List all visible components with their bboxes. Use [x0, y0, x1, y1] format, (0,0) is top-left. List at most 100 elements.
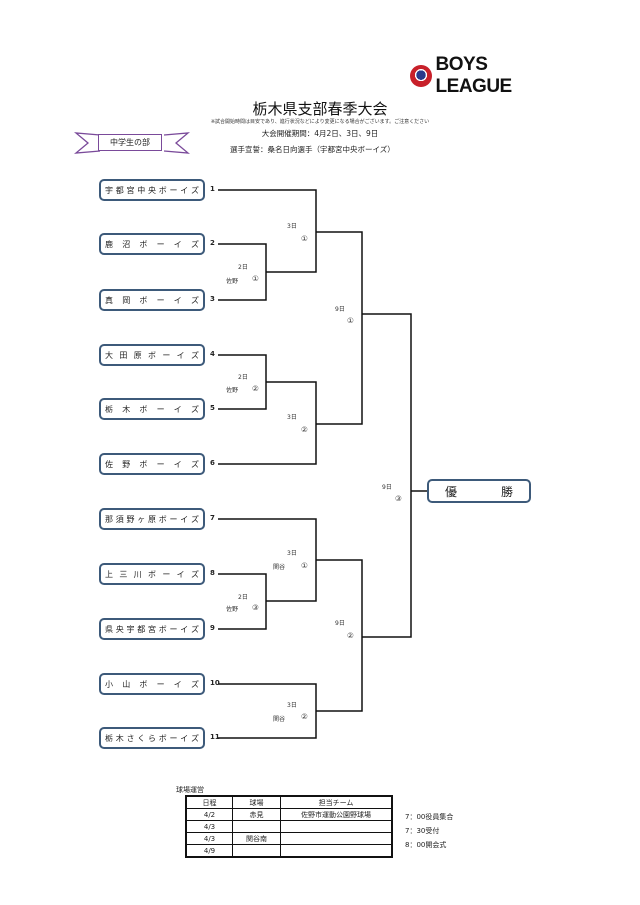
bracket-line: [218, 518, 317, 602]
team-name-char: 野: [122, 459, 131, 469]
team-seed-number: 10: [210, 679, 220, 687]
match-day: 2日: [238, 264, 248, 271]
table-header: 日程: [185, 795, 233, 809]
table-cell: [280, 832, 393, 845]
team-name-char: 県: [105, 624, 113, 634]
bracket-line: [218, 354, 267, 410]
table-cell: 4/3: [185, 832, 233, 845]
team-name-char: ボ: [158, 185, 167, 195]
team-name-char: 佐: [105, 459, 113, 469]
team-name-char: イ: [176, 350, 185, 360]
team-name-char: ボ: [158, 624, 167, 634]
champion-char: 勝: [500, 484, 513, 499]
team-name-char: ズ: [190, 404, 199, 414]
table-row: 4/9: [185, 844, 393, 858]
team-name-char: イ: [173, 679, 182, 689]
team-name-char: ボ: [147, 569, 156, 579]
team-name-char: 鹿: [105, 239, 113, 249]
team-name-char: ズ: [191, 624, 199, 634]
team-box: 栃木ボーイズ: [99, 398, 205, 420]
table-cell: 関谷南: [232, 832, 281, 845]
team-name-char: ズ: [190, 350, 199, 360]
team-name-char: イ: [173, 459, 182, 469]
table-header: 担当チーム: [280, 795, 393, 809]
venue-table: 日程 球場 担当チーム 4/2 赤見 佐野市運動公園野球場 4/3 4/3 関谷…: [185, 795, 393, 858]
time-notice: ※試合開始時間は目安であり、進行状況などにより変更になる場合がございます。ご注意…: [210, 119, 430, 125]
table-cell: [280, 820, 393, 833]
team-name-char: ボ: [147, 350, 156, 360]
division-label: 中学生の部: [98, 134, 162, 151]
team-name-char: ボ: [139, 404, 148, 414]
team-name-char: ー: [162, 569, 171, 579]
team-name-char: 岡: [122, 295, 131, 305]
team-seed-number: 7: [210, 514, 215, 522]
team-seed-number: 2: [210, 239, 215, 247]
team-name-char: 上: [105, 569, 113, 579]
team-name-char: ズ: [190, 459, 199, 469]
team-name-char: イ: [180, 514, 189, 524]
table-row: 4/2 赤見 佐野市運動公園野球場: [185, 808, 393, 821]
team-seed-number: 6: [210, 459, 215, 467]
match-day: 3日: [287, 550, 297, 557]
team-seed-number: 9: [210, 624, 215, 632]
team-name-char: ボ: [139, 239, 148, 249]
page-title: 栃木県支部春季大会: [252, 100, 388, 118]
team-box: 真岡ボーイズ: [99, 289, 205, 311]
division-banner: 中学生の部: [72, 131, 192, 156]
team-name-char: 央: [115, 624, 124, 634]
team-name-char: ー: [156, 404, 165, 414]
team-seed-number: 3: [210, 295, 215, 303]
logo-text: BOYS LEAGUE: [435, 54, 513, 97]
team-name-char: 宮: [148, 624, 156, 634]
team-name-char: イ: [173, 404, 182, 414]
team-name-char: 山: [122, 679, 131, 689]
team-name-char: ボ: [158, 733, 167, 743]
boys-league-logo: BOYS LEAGUE: [410, 54, 565, 97]
team-box: 県央宇都宮ボーイズ: [99, 618, 205, 640]
team-name-char: ボ: [158, 514, 167, 524]
team-name-char: 栃: [105, 733, 113, 743]
table-header: 球場: [232, 795, 281, 809]
match-number: ②: [301, 712, 308, 721]
schedule-item: 7：30受付: [405, 827, 440, 835]
team-name-char: 木: [122, 404, 131, 414]
match-day: 3日: [287, 223, 297, 230]
bracket-line: [362, 313, 412, 638]
tournament-dates: 大会開催期間：4月2日、3日、9日: [261, 129, 379, 138]
team-name-char: 都: [137, 624, 146, 634]
match-venue: 佐野: [226, 278, 239, 285]
team-name-char: 宇: [105, 185, 113, 195]
team-box: 那須野ヶ原ボーイズ: [99, 508, 205, 530]
team-name-char: 木: [115, 733, 124, 743]
team-name-char: 宮: [126, 185, 135, 195]
team-name-char: ヶ: [137, 514, 146, 524]
team-name-char: ボ: [139, 679, 148, 689]
match-number: ①: [301, 234, 308, 243]
team-name-char: 栃: [105, 404, 113, 414]
table-cell: [232, 844, 281, 858]
team-name-char: ー: [156, 295, 165, 305]
table-cell: [232, 820, 281, 833]
table-cell: 4/2: [185, 808, 233, 821]
team-name-char: イ: [180, 733, 189, 743]
team-name-char: ら: [148, 733, 156, 743]
team-box: 鹿沼ボーイズ: [99, 233, 205, 255]
team-name-char: 田: [119, 350, 128, 360]
team-name-char: イ: [173, 239, 182, 249]
match-day: 2日: [238, 594, 248, 601]
schedule-item: 8：00開会式: [405, 841, 447, 849]
team-box: 宇都宮中央ボーイズ: [99, 179, 205, 201]
match-number: ②: [301, 425, 308, 434]
team-name-char: ズ: [190, 679, 199, 689]
team-name-char: ー: [156, 679, 165, 689]
team-name-char: さ: [126, 733, 135, 743]
team-name-char: ズ: [191, 733, 199, 743]
schedule-list: 7：00役員集合 7：30受付 8：00開会式: [405, 810, 453, 852]
team-box: 大田原ボーイズ: [99, 344, 205, 366]
team-name-char: ズ: [191, 514, 199, 524]
match-number: ③: [395, 494, 402, 503]
table-row: 4/3: [185, 820, 393, 833]
team-name-char: 野: [126, 514, 135, 524]
team-name-char: 川: [133, 569, 142, 579]
team-name-char: ズ: [190, 239, 199, 249]
